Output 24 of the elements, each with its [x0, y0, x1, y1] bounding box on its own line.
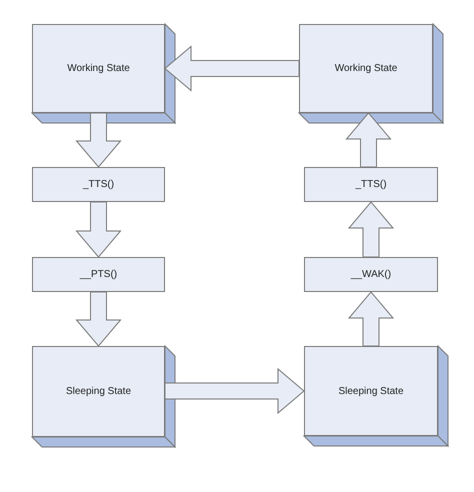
node-label: __PTS() — [80, 269, 118, 280]
state-block — [299, 24, 443, 123]
block-arrow — [348, 201, 394, 258]
node-label: _TTS() — [355, 179, 387, 190]
process-box — [304, 257, 438, 292]
node-label: Working State — [67, 63, 130, 74]
node-label: __WAK() — [350, 269, 392, 280]
block-arrow — [75, 202, 122, 258]
block-arrow — [164, 45, 300, 92]
process-box — [32, 167, 165, 202]
node-label: Sleeping State — [66, 386, 132, 397]
state-block — [32, 346, 175, 447]
process-box — [304, 167, 438, 202]
block-arrow — [164, 368, 305, 414]
process-box — [32, 257, 165, 292]
node-label: _TTS() — [82, 179, 114, 190]
node-label: Sleeping State — [338, 386, 404, 396]
state-block — [32, 24, 175, 123]
block-arrow — [345, 112, 392, 168]
block-arrow — [75, 112, 122, 168]
state-block — [304, 346, 448, 446]
block-arrow — [75, 292, 122, 347]
node-label: Working State — [334, 63, 398, 74]
block-arrow — [348, 291, 394, 346]
